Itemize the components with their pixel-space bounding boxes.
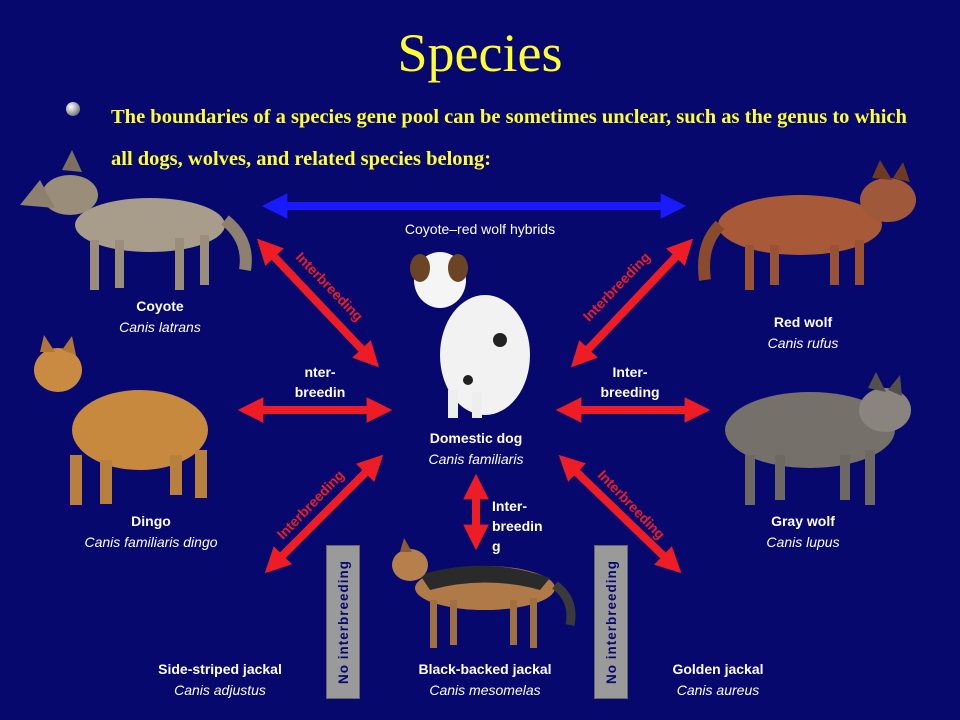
black-backed-jackal-image (392, 538, 576, 648)
intro-text: The boundaries of a species gene pool ca… (111, 106, 907, 170)
bullet-icon (66, 102, 80, 116)
arrow-coyote-dog (256, 238, 380, 368)
no-interbreeding-box-left: No interbreeding (326, 545, 360, 699)
dingo-image (34, 335, 208, 505)
black-backed-jackal-label: Black-backed jackal Canis mesomelas (418, 661, 552, 698)
no-interbreeding-box-right: No interbreeding (594, 545, 628, 699)
red-wolf-label: Red wolf Canis rufus (767, 314, 839, 351)
red-wolf-image (698, 160, 916, 290)
arrow-sidestriped-dog (264, 454, 384, 574)
slide-title: Species (397, 23, 563, 83)
arrow-redwolf-dog (570, 238, 694, 368)
coyote-label: Coyote Canis latrans (119, 298, 201, 335)
coyote-image (20, 150, 252, 290)
right-interbreeding-label: Inter-breeding (600, 364, 660, 400)
domestic-dog-label: Domestic dog Canis familiaris (428, 430, 524, 467)
arrow-golden-dog (558, 454, 682, 574)
hybrid-label: Coyote–red wolf hybrids (404, 221, 556, 237)
golden-jackal-label: Golden jackal Canis aureus (672, 661, 764, 698)
left-interbreeding-label: nter-breedin (294, 364, 346, 400)
domestic-dog-image (410, 252, 530, 418)
dingo-label: Dingo Canis familiaris dingo (84, 513, 218, 550)
side-striped-jackal-label: Side-striped jackal Canis adjustus (158, 661, 282, 698)
gray-wolf-label: Gray wolf Canis lupus (766, 513, 840, 550)
gray-wolf-image (725, 372, 911, 505)
